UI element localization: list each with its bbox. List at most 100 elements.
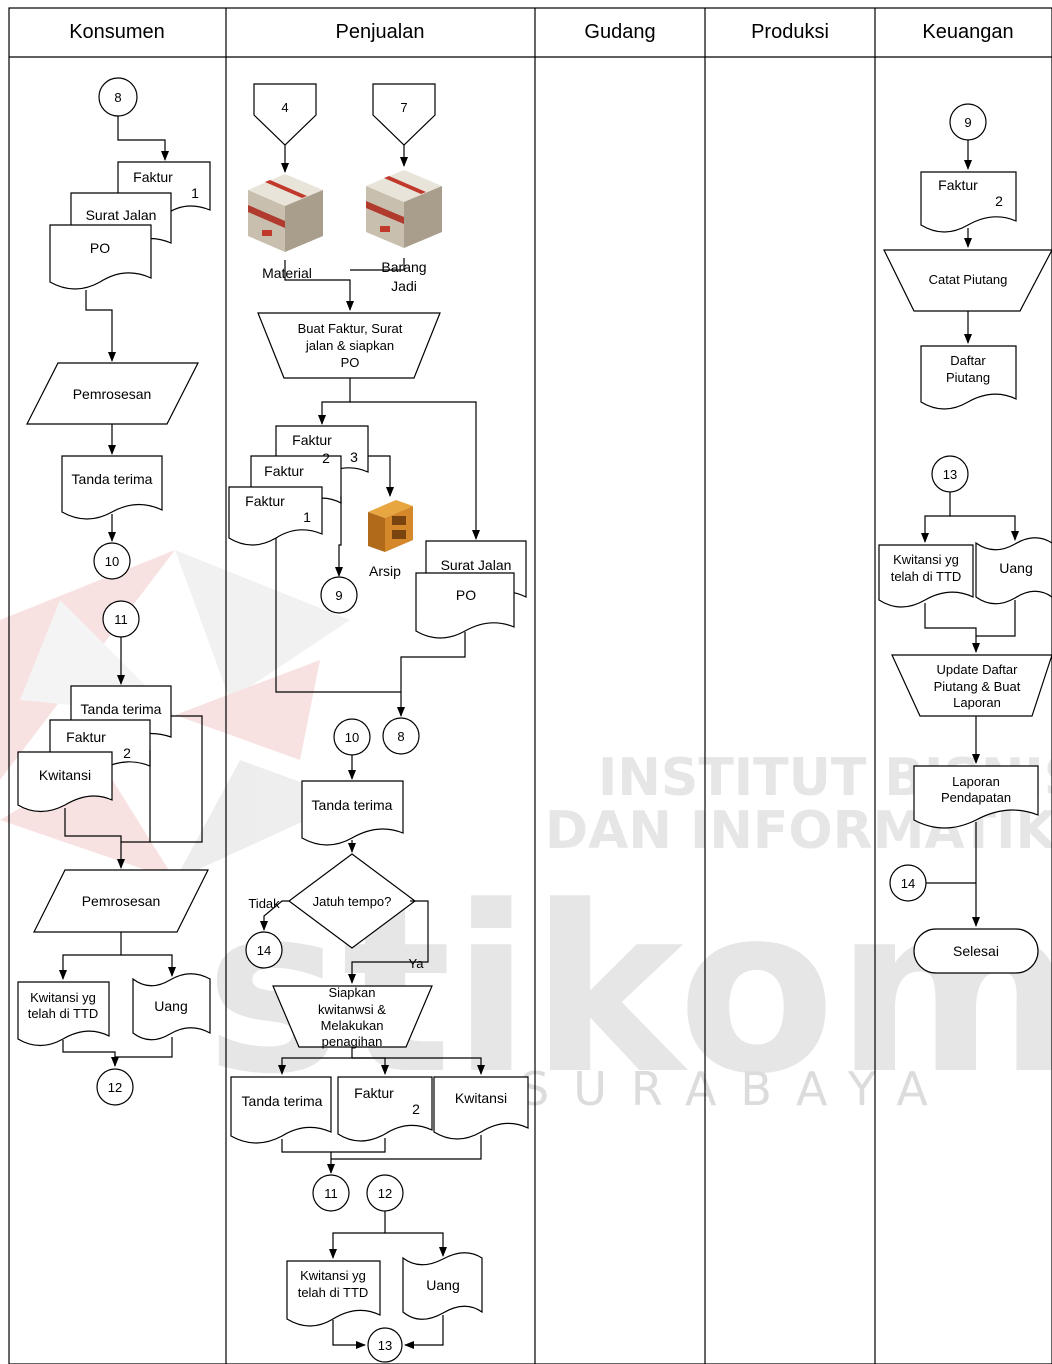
document-faktur (920, 171, 1017, 233)
document-faktur-3-num: 3 (350, 449, 358, 465)
document-kwitansi-ttd (17, 981, 110, 1047)
manual-siapkan-line2: kwitanwsi & (318, 1002, 386, 1017)
manual-update-line1: Update Daftar (937, 662, 1019, 677)
document-faktur-3-label: Faktur (292, 432, 332, 448)
archive-cabinet-icon (368, 500, 413, 552)
connector-13-in-label: 13 (943, 467, 957, 482)
label-tidak: Tidak (248, 896, 280, 911)
document-faktur-out (337, 1076, 433, 1142)
document-faktur-out-label: Faktur (354, 1085, 394, 1101)
box-icon-barang-jadi (366, 170, 442, 248)
document-faktur-label: Faktur (133, 169, 173, 185)
lane-header-konsumen: Konsumen (69, 21, 165, 43)
document-daftar-piutang-line1: Daftar (950, 353, 986, 368)
document-uang (975, 537, 1052, 605)
document-faktur-1 (228, 486, 323, 546)
document-kwitansi-ttd-line2: telah di TTD (298, 1285, 369, 1300)
document-faktur-2-label: Faktur (264, 463, 304, 479)
connector-8-label: 8 (114, 90, 121, 105)
watermark-city: SURABAYA (520, 1062, 952, 1116)
process-pemrosesan-2 (33, 869, 209, 933)
document-po (49, 224, 152, 290)
process-pemrosesan-1-label: Pemrosesan (73, 386, 152, 402)
connector-14-in-label: 14 (901, 876, 915, 891)
document-faktur-2-num: 2 (123, 745, 131, 761)
lane-header-penjualan: Penjualan (336, 21, 425, 43)
document-kwitansi-ttd-line2: telah di TTD (891, 569, 962, 584)
offpage-connector-7 (372, 83, 436, 146)
manual-buat-faktur (257, 312, 441, 379)
manual-siapkan-line3: Melakukan (321, 1018, 384, 1033)
decision-jatuh-tempo (287, 853, 417, 949)
document-kwitansi-ttd-line2: telah di TTD (28, 1006, 99, 1021)
document-kwitansi (17, 751, 113, 813)
document-faktur-1-num: 1 (303, 509, 311, 525)
process-pemrosesan-1 (26, 362, 199, 425)
document-uang (402, 1252, 483, 1320)
document-tanda-terima-out-label: Tanda terima (242, 1093, 323, 1109)
document-faktur-1-label: Faktur (245, 493, 285, 509)
document-kwitansi-out (433, 1076, 529, 1140)
connector-11-out (312, 1174, 350, 1212)
manual-buat-faktur-line1: Buat Faktur, Surat (298, 321, 403, 336)
connector-10-label: 10 (105, 554, 119, 569)
document-faktur-2-label: Faktur (66, 729, 106, 745)
connector-13-out (367, 1327, 403, 1363)
document-tanda-terima (61, 455, 163, 520)
document-surat-jalan-label: Surat Jalan (441, 557, 512, 573)
lane-header-keuangan: Keuangan (922, 21, 1013, 43)
label-jadi: Jadi (391, 278, 417, 294)
document-kwitansi-ttd-line1: Kwitansi yg (30, 990, 96, 1005)
process-pemrosesan-2-label: Pemrosesan (82, 893, 161, 909)
document-uang-label: Uang (154, 998, 187, 1014)
document-laporan-pendapatan (913, 765, 1039, 829)
document-faktur-2-num: 2 (322, 450, 330, 466)
connector-10-in-label: 10 (345, 730, 359, 745)
watermark-logo-star (0, 550, 350, 880)
label-ya: Ya (409, 956, 425, 971)
manual-update-daftar (891, 654, 1052, 717)
document-uang (132, 973, 211, 1041)
konsumen-lane: 8 Faktur 1 Surat Jalan PO Pemrosesan Tan… (17, 77, 211, 1106)
lane-header-gudang: Gudang (584, 21, 655, 43)
connector-9 (320, 576, 358, 614)
connector-12-in-label: 12 (378, 1186, 392, 1201)
document-surat-jalan-label: Surat Jalan (86, 207, 157, 223)
document-faktur-num: 2 (995, 193, 1003, 209)
document-kwitansi-label: Kwitansi (39, 767, 91, 783)
connector-12-label: 12 (108, 1080, 122, 1095)
document-po-label: PO (90, 240, 110, 256)
connector-9-in-label: 9 (964, 115, 971, 130)
connector-11-label: 11 (114, 612, 128, 627)
terminator-selesai-label: Selesai (953, 943, 999, 959)
connector-12 (96, 1068, 134, 1106)
document-faktur-out-num: 2 (412, 1101, 420, 1117)
manual-catat-piutang (883, 249, 1052, 312)
document-kwitansi-ttd-line1: Kwitansi yg (893, 552, 959, 567)
box-icon-material (248, 174, 323, 252)
document-faktur-label: Faktur (938, 177, 978, 193)
manual-catat-piutang-label: Catat Piutang (929, 272, 1008, 287)
connector-11-out-label: 11 (324, 1186, 338, 1201)
document-tanda-terima-2-label: Tanda terima (81, 701, 162, 717)
document-po (415, 572, 515, 639)
document-kwitansi-ttd (286, 1260, 381, 1327)
label-arsip: Arsip (369, 563, 401, 579)
document-tanda-terima (301, 780, 404, 846)
connector-10 (93, 542, 131, 580)
document-kwitansi-ttd (878, 544, 974, 608)
manual-update-line3: Laporan (953, 695, 1001, 710)
manual-siapkan-kwitansi (272, 985, 433, 1048)
manual-siapkan-line4: penagihan (322, 1034, 383, 1049)
document-tanda-terima-label: Tanda terima (312, 797, 393, 813)
document-uang-label: Uang (999, 560, 1032, 576)
document-faktur-num: 1 (191, 185, 199, 201)
document-tanda-terima-label: Tanda terima (72, 471, 153, 487)
label-material: Material (262, 265, 312, 281)
offpage-connector-4 (253, 83, 317, 146)
manual-update-line2: Piutang & Buat (934, 679, 1021, 694)
keuangan-lane: 9 Faktur 2 Catat Piutang Daftar Piutang … (878, 103, 1052, 974)
document-laporan-line2: Pendapatan (941, 790, 1011, 805)
document-daftar-piutang (920, 345, 1017, 410)
